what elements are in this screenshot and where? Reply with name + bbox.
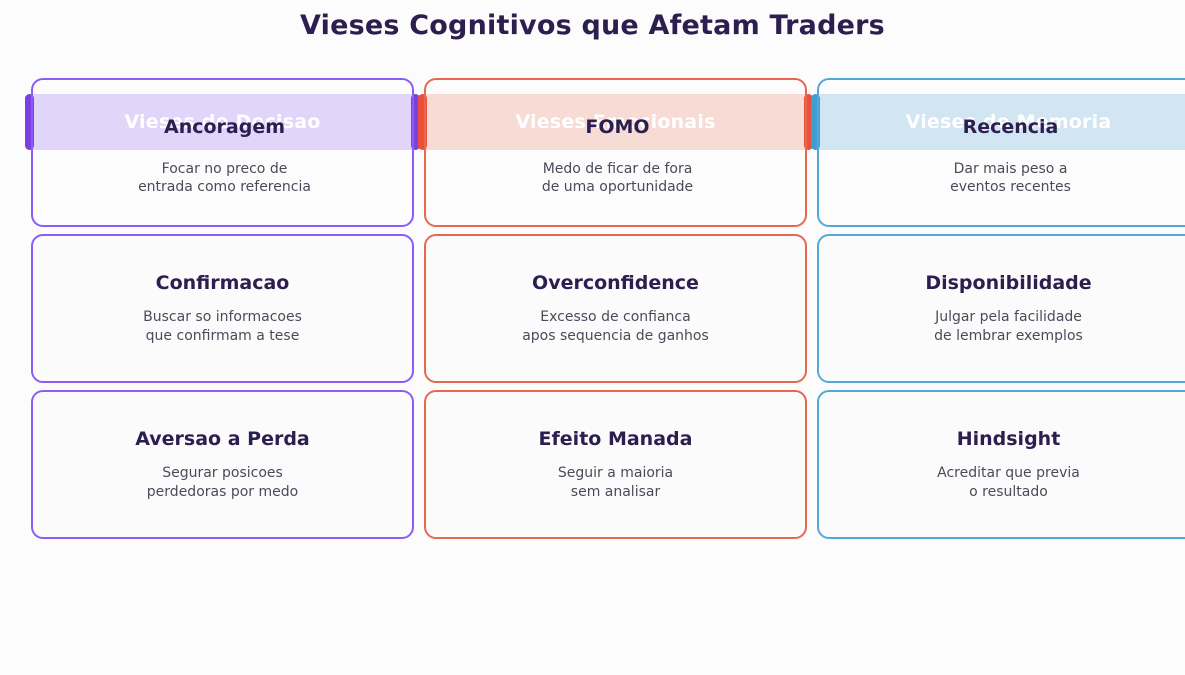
bias-card-description: Segurar posicoes perdedoras por medo: [146, 465, 299, 500]
bias-card-description: Excesso de confianca apos sequencia de g…: [522, 309, 709, 344]
bias-card-title: Efeito Manada: [538, 427, 693, 450]
page-title: Vieses Cognitivos que Afetam Traders: [300, 10, 885, 41]
bias-card-title: Aversao a Perda: [135, 427, 310, 450]
bias-card[interactable]: FOMO Medo de ficar de fora de uma oportun…: [424, 78, 807, 227]
category-banner: Vieses Emocionais: [418, 94, 813, 150]
category-accent-bar-right: [804, 94, 813, 150]
bias-card-description: Dar mais peso a eventos recentes: [950, 161, 1071, 196]
bias-card-description: Acreditar que previa o resultado: [937, 465, 1080, 500]
bias-card-title: Confirmacao: [155, 271, 290, 294]
bias-card-description: Focar no preco de entrada como referenci…: [138, 161, 311, 196]
bias-card-title: Hindsight: [956, 427, 1061, 450]
bias-card-title: Ancoragem: [163, 116, 286, 138]
bias-card-title: Disponibilidade: [925, 271, 1092, 294]
category-accent-bar-left: [811, 94, 820, 150]
category-accent-bar-left: [25, 94, 34, 150]
bias-card-description: Medo de ficar de fora de uma oportunidad…: [541, 161, 694, 196]
bias-card-description: Julgar pela facilidade de lembrar exempl…: [934, 309, 1083, 344]
bias-card-description: Buscar so informacoes que confirmam a te…: [143, 309, 302, 344]
category-banner: Vieses de Decisao: [25, 94, 420, 150]
category-accent-bar-right: [411, 94, 420, 150]
category-accent-bar-left: [418, 94, 427, 150]
category-label: Vieses de Decisao: [124, 111, 321, 133]
category-banner: Vieses de Memoria: [811, 94, 1185, 150]
bias-card-title: FOMO: [585, 116, 650, 138]
category-label: Vieses Emocionais: [515, 111, 716, 133]
category-label: Vieses de Memoria: [905, 111, 1112, 133]
bias-card-description: Seguir a maioria sem analisar: [557, 465, 674, 500]
bias-card-title: Recencia: [962, 116, 1059, 138]
bias-card-title: Overconfidence: [532, 271, 699, 294]
